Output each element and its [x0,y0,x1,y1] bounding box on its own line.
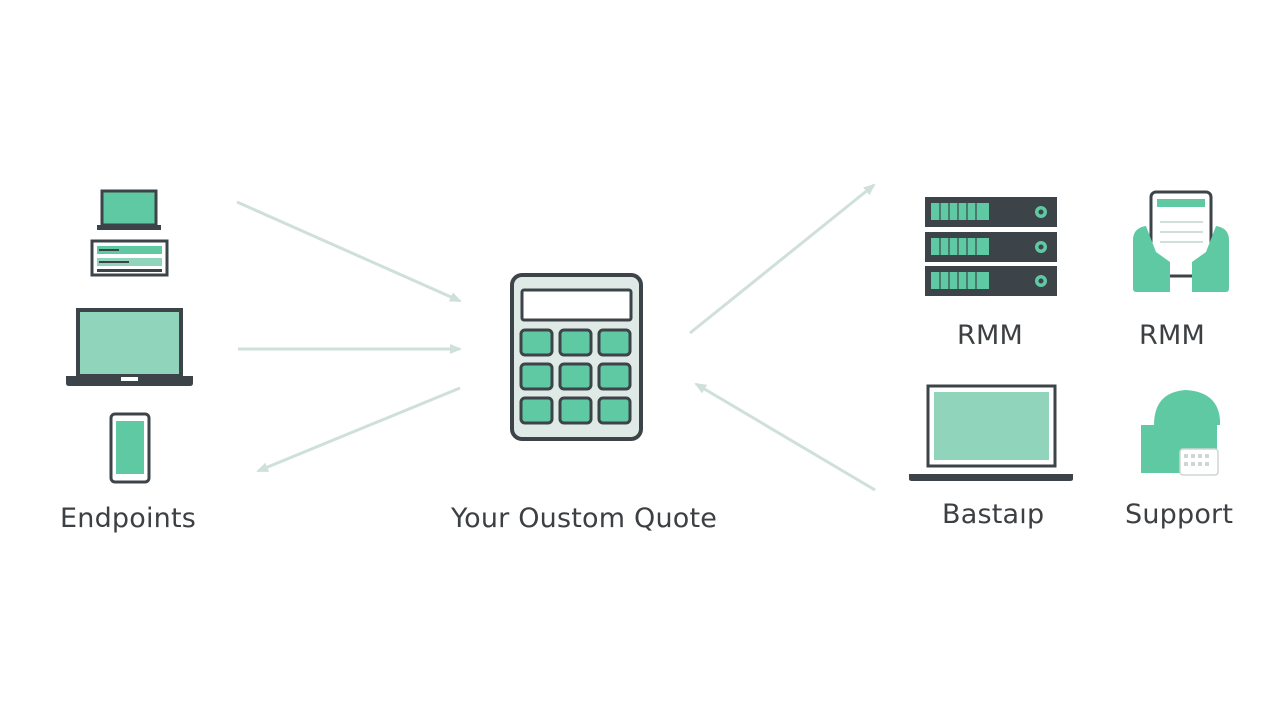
arrow-endpoints-to-quote-top [236,200,462,303]
arrow-quote-to-endpoints-bottom [256,386,461,473]
rmm-label-secondary: RMM [1139,320,1205,351]
server-rack-icon [925,197,1057,296]
arrows [236,183,876,492]
endpoints-label: Endpoints [60,503,197,534]
calculator-icon [510,273,643,441]
arrow-quote-to-rmm [689,183,876,335]
small-laptop-icon [97,189,161,230]
support-label: Support [1125,499,1234,530]
cloud-shield-icon [1141,390,1220,476]
backup-label: Bastaıp [942,499,1045,530]
quote-label: Your Oustom Quote [451,503,718,534]
laptop-icon [66,308,193,386]
monitor-icon [90,239,169,277]
phone-icon [109,412,151,484]
backup-laptop-icon [909,384,1073,481]
tablet-hands-icon [1133,190,1229,292]
rmm-label-primary: RMM [957,320,1023,351]
arrow-backup-to-quote [694,382,876,492]
